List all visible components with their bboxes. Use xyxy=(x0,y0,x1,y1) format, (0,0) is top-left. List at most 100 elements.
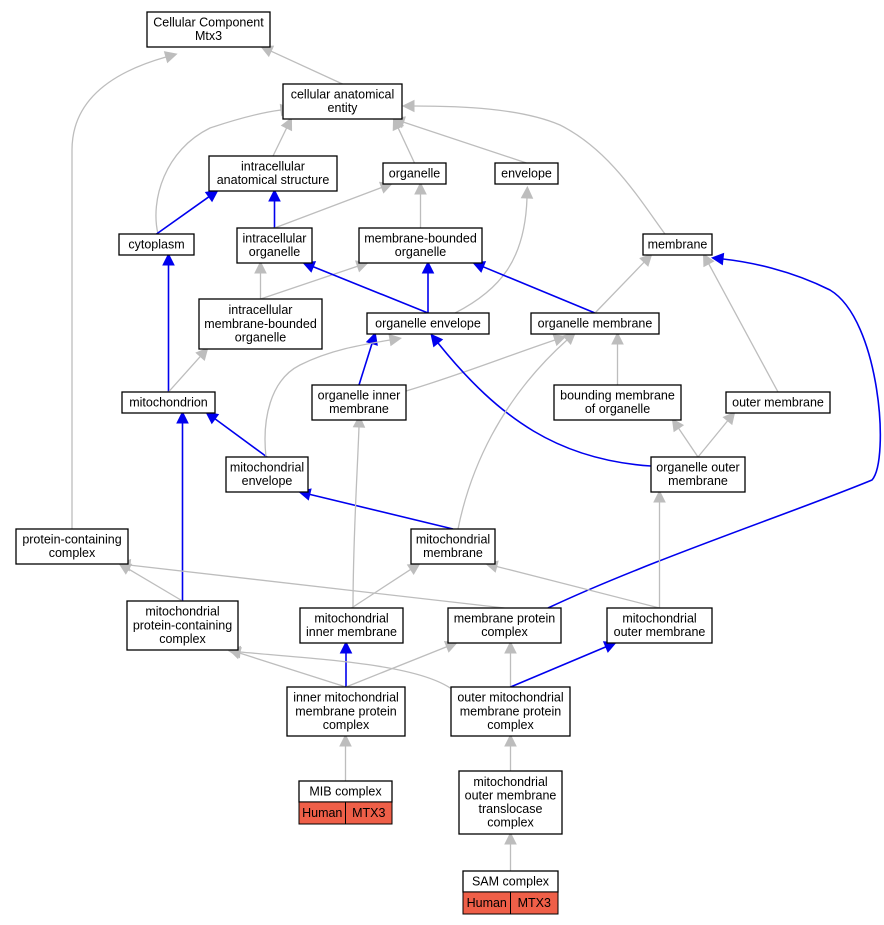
edge-line xyxy=(274,186,382,229)
edge-omem-membrane xyxy=(594,253,653,314)
term-label-line: intracellular xyxy=(241,160,305,174)
term-box xyxy=(236,227,313,264)
arrowhead-icon xyxy=(520,185,534,199)
edge-line xyxy=(156,196,210,235)
term-node-organelle[interactable]: organelle xyxy=(382,162,447,185)
edge-line xyxy=(482,266,596,314)
term-label-line: membrane protein xyxy=(454,612,555,626)
arrowhead-icon xyxy=(421,260,435,274)
edge-mmem-menv xyxy=(297,488,454,530)
arrowhead-icon xyxy=(611,331,624,345)
edge-mito-imbo xyxy=(168,347,209,393)
term-node-mito[interactable]: mitochondrion xyxy=(121,391,216,414)
term-box xyxy=(208,155,338,192)
edge-oim-omem xyxy=(405,334,567,392)
term-label-line: bounding membrane xyxy=(560,389,675,403)
edge-oenv-mbo xyxy=(421,260,435,313)
term-box xyxy=(410,528,496,565)
edge-line xyxy=(403,121,527,164)
arrowhead-icon xyxy=(552,334,567,347)
edge-mim-mmem xyxy=(351,562,421,609)
term-label-line: membrane xyxy=(648,237,708,251)
term-node-omem[interactable]: organelle membrane xyxy=(530,312,660,335)
edge-line xyxy=(312,265,429,314)
term-label-line: mitochondrial xyxy=(145,605,219,619)
edge-oenv-envelope xyxy=(454,185,534,314)
arrowhead-icon xyxy=(280,117,293,132)
edge-mom-oom xyxy=(653,489,666,608)
arrowhead-icon xyxy=(204,189,219,203)
tag-label: MTX3 xyxy=(518,896,551,910)
term-label-line: mitochondrion xyxy=(129,395,208,409)
annotation-tag-mtx3: MTX3 xyxy=(510,891,559,915)
term-box xyxy=(198,298,323,350)
edge-line xyxy=(71,56,167,529)
term-label-line: anatomical structure xyxy=(217,173,330,187)
term-label-line: membrane protein xyxy=(295,704,396,718)
term-node-outm[interactable]: outer membrane xyxy=(725,391,831,414)
annotation-tag-human: Human xyxy=(298,801,346,825)
arrowhead-icon xyxy=(268,188,281,202)
arrowhead-icon xyxy=(710,252,725,266)
term-box xyxy=(126,600,239,651)
edge-line xyxy=(454,197,528,314)
term-label-line: membrane xyxy=(329,402,389,416)
term-label-line: membrane-bounded xyxy=(364,232,477,246)
arrowhead-icon xyxy=(653,489,666,503)
edge-oim-oenv xyxy=(358,331,378,386)
tag-label: Human xyxy=(467,896,507,910)
term-label-line: envelope xyxy=(242,474,293,488)
edge-line xyxy=(547,258,882,609)
edge-line xyxy=(352,426,360,609)
tag-box xyxy=(510,891,559,915)
term-node-oenv[interactable]: organelle envelope xyxy=(366,312,490,335)
edge-mpcc-mito xyxy=(176,410,189,601)
edge-line xyxy=(678,427,699,458)
arrowhead-icon xyxy=(388,333,402,347)
term-label-line: organelle inner xyxy=(318,389,401,403)
edge-oom-bmo xyxy=(671,418,699,458)
arrowhead-icon xyxy=(414,181,427,195)
term-box xyxy=(225,456,309,493)
term-node-cytoplasm[interactable]: cytoplasm xyxy=(118,233,195,256)
term-label-line: SAM complex xyxy=(472,874,550,888)
term-label-line: mitochondrial xyxy=(416,533,490,547)
term-label-line: cellular anatomical xyxy=(291,88,395,102)
edge-mito-cytoplasm xyxy=(162,252,175,392)
term-box xyxy=(494,162,559,185)
term-label-line: complex xyxy=(481,625,528,639)
term-box xyxy=(382,162,447,185)
arrowhead-icon xyxy=(504,640,517,654)
edge-imppc-mpcc xyxy=(227,647,347,688)
term-label-line: mitochondrial xyxy=(314,612,388,626)
edge-sam-momtc xyxy=(504,831,517,871)
edge-omem-mbo xyxy=(472,261,596,314)
term-node-envelope[interactable]: envelope xyxy=(494,162,559,185)
edge-mim-oim xyxy=(352,414,366,609)
term-label-line: cytoplasm xyxy=(128,237,184,251)
term-node-membrane[interactable]: membrane xyxy=(642,233,713,256)
term-label-line: intracellular xyxy=(229,303,293,317)
